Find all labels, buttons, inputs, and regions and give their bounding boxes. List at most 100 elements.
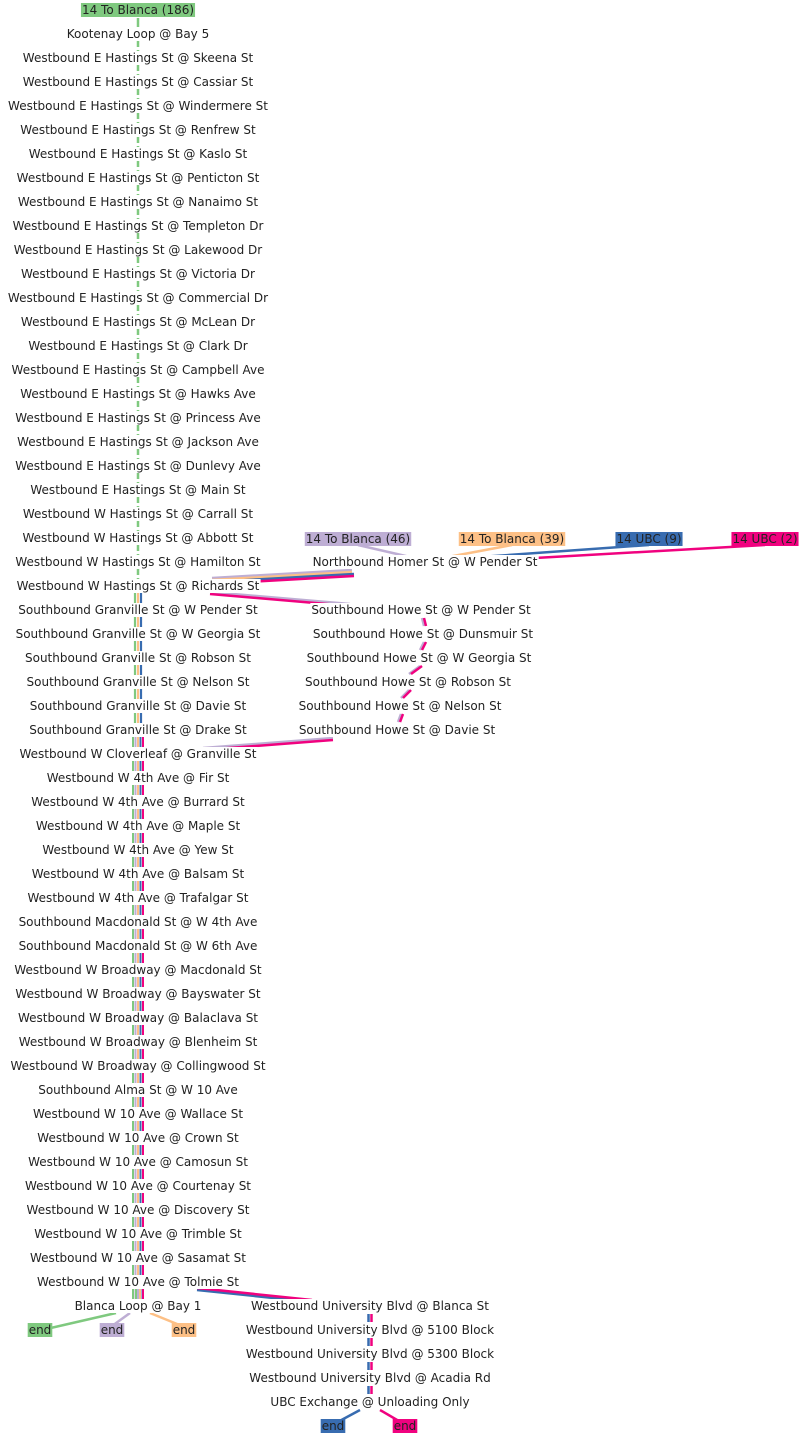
stop-southbound-macdonald-st-w-4th-ave-text: Southbound Macdonald St @ W 4th Ave xyxy=(19,915,258,929)
stop-southbound-granville-st-w-pender-st: Southbound Granville St @ W Pender St xyxy=(17,603,260,617)
stop-westbound-w-broadway-macdonald-st-bg xyxy=(13,963,263,977)
stop-westbound-e-hastings-st-penticton-st-bg xyxy=(15,171,261,185)
stop-westbound-w-10-ave-trimble-st-bg xyxy=(33,1227,244,1241)
stop-westbound-e-hastings-st-skeena-st-bg xyxy=(21,51,255,65)
stop-westbound-e-hastings-st-nanaimo-st-bg xyxy=(16,195,260,209)
stop-westbound-w-hastings-st-richards-st-bg xyxy=(15,579,261,593)
stop-southbound-granville-st-davie-st-bg xyxy=(28,699,248,713)
stop-westbound-w-10-ave-courtenay-st: Westbound W 10 Ave @ Courtenay St xyxy=(23,1179,253,1193)
stop-westbound-w-broadway-blenheim-st-text: Westbound W Broadway @ Blenheim St xyxy=(19,1035,258,1049)
stop-southbound-granville-st-drake-st-bg xyxy=(28,723,249,737)
stop-westbound-w-broadway-bayswater-st-text: Westbound W Broadway @ Bayswater St xyxy=(15,987,260,1001)
stop-westbound-e-hastings-st-cassiar-st-bg xyxy=(21,75,255,89)
stop-westbound-w-4th-ave-burrard-st-text: Westbound W 4th Ave @ Burrard St xyxy=(31,795,245,809)
stop-westbound-e-hastings-st-victoria-dr-bg xyxy=(20,267,257,281)
stop-southbound-granville-st-nelson-st-text: Southbound Granville St @ Nelson St xyxy=(27,675,250,689)
stop-westbound-university-blvd-acadia-rd-bg xyxy=(248,1371,492,1385)
stop-southbound-howe-st-w-georgia-st-bg xyxy=(305,651,533,665)
stop-northbound-homer-st-w-pender-st-bg xyxy=(311,555,539,569)
stop-southbound-granville-st-davie-st: Southbound Granville St @ Davie St xyxy=(28,699,248,713)
stop-westbound-w-broadway-bayswater-st: Westbound W Broadway @ Bayswater St xyxy=(14,987,262,1001)
stop-westbound-e-hastings-st-clark-dr-bg xyxy=(27,339,249,353)
stop-westbound-w-4th-ave-maple-st: Westbound W 4th Ave @ Maple St xyxy=(34,819,242,833)
stop-westbound-e-hastings-st-templeton-dr: Westbound E Hastings St @ Templeton Dr xyxy=(11,219,265,233)
stop-westbound-w-broadway-blenheim-st: Westbound W Broadway @ Blenheim St xyxy=(17,1035,259,1049)
stop-westbound-w-10-ave-camosun-st-text: Westbound W 10 Ave @ Camosun St xyxy=(28,1155,248,1169)
stop-kootenay-loop-bay-5-bg xyxy=(65,27,211,41)
stop-southbound-granville-st-robson-st-text: Southbound Granville St @ Robson St xyxy=(25,651,251,665)
route-start-label-blue: 14 UBC (9) xyxy=(615,532,683,546)
stop-westbound-e-hastings-st-kaslo-st-text: Westbound E Hastings St @ Kaslo St xyxy=(29,147,248,161)
stop-westbound-e-hastings-st-clark-dr: Westbound E Hastings St @ Clark Dr xyxy=(27,339,249,353)
stop-westbound-w-4th-ave-balsam-st: Westbound W 4th Ave @ Balsam St xyxy=(30,867,246,881)
stop-westbound-w-hastings-st-hamilton-st: Westbound W Hastings St @ Hamilton St xyxy=(14,555,262,569)
route-end-label-pink-bg xyxy=(392,1419,418,1433)
stop-westbound-w-hastings-st-carrall-st: Westbound W Hastings St @ Carrall St xyxy=(21,507,255,521)
stop-westbound-w-4th-ave-balsam-st-bg xyxy=(30,867,246,881)
route-edges xyxy=(41,18,766,1426)
stop-westbound-e-hastings-st-penticton-st-text: Westbound E Hastings St @ Penticton St xyxy=(17,171,260,185)
stop-westbound-w-cloverleaf-granville-st: Westbound W Cloverleaf @ Granville St xyxy=(18,747,258,761)
stop-westbound-w-4th-ave-fir-st-bg xyxy=(45,771,231,785)
stop-westbound-e-hastings-st-campbell-ave-bg xyxy=(10,363,266,377)
stop-southbound-howe-st-w-georgia-st: Southbound Howe St @ W Georgia St xyxy=(305,651,533,665)
stop-southbound-macdonald-st-w-4th-ave: Southbound Macdonald St @ W 4th Ave xyxy=(17,915,259,929)
stop-westbound-w-10-ave-camosun-st: Westbound W 10 Ave @ Camosun St xyxy=(27,1155,250,1169)
route-start-label-purple: 14 To Blanca (46) xyxy=(304,532,412,546)
stop-westbound-w-4th-ave-yew-st: Westbound W 4th Ave @ Yew St xyxy=(41,843,235,857)
stop-ubc-exchange-unloading-only: UBC Exchange @ Unloading Only xyxy=(269,1395,471,1409)
stop-blanca-loop-bay-1: Blanca Loop @ Bay 1 xyxy=(73,1299,203,1313)
howe-edge-purple xyxy=(400,689,410,699)
stop-southbound-granville-st-w-pender-st-bg xyxy=(17,603,260,617)
stop-southbound-granville-st-w-georgia-st-text: Southbound Granville St @ W Georgia St xyxy=(16,627,261,641)
stop-westbound-e-hastings-st-main-st: Westbound E Hastings St @ Main St xyxy=(29,483,247,497)
stop-westbound-e-hastings-st-renfrew-st: Westbound E Hastings St @ Renfrew St xyxy=(19,123,257,137)
stop-westbound-university-blvd-5300-block-bg xyxy=(244,1347,496,1361)
route-start-label-orange-bg xyxy=(458,532,566,546)
stop-westbound-w-10-ave-wallace-st: Westbound W 10 Ave @ Wallace St xyxy=(31,1107,245,1121)
route-end-label-blue-bg xyxy=(320,1419,346,1433)
stop-westbound-e-hastings-st-commercial-dr-bg xyxy=(6,291,270,305)
stop-westbound-e-hastings-st-mclean-dr-bg xyxy=(19,315,257,329)
stop-westbound-w-4th-ave-balsam-st-text: Westbound W 4th Ave @ Balsam St xyxy=(32,867,245,881)
stop-southbound-howe-st-w-pender-st-bg xyxy=(310,603,532,617)
route-start-label-pink-text: 14 UBC (2) xyxy=(732,532,797,546)
stop-southbound-macdonald-st-w-6th-ave-bg xyxy=(17,939,259,953)
howe-to-cloverleaf-purple xyxy=(202,736,334,750)
stop-westbound-e-hastings-st-nanaimo-st: Westbound E Hastings St @ Nanaimo St xyxy=(16,195,260,209)
stop-westbound-w-broadway-bayswater-st-bg xyxy=(14,987,262,1001)
homer-to-richards-purple xyxy=(211,568,353,580)
stop-westbound-e-hastings-st-lakewood-dr-text: Westbound E Hastings St @ Lakewood Dr xyxy=(14,243,263,257)
stop-westbound-w-4th-ave-yew-st-bg xyxy=(41,843,235,857)
stop-westbound-e-hastings-st-nanaimo-st-text: Westbound E Hastings St @ Nanaimo St xyxy=(18,195,258,209)
stop-southbound-granville-st-davie-st-text: Southbound Granville St @ Davie St xyxy=(30,699,247,713)
stop-westbound-university-blvd-blanca-st-text: Westbound University Blvd @ Blanca St xyxy=(251,1299,489,1313)
howe-edge-purple xyxy=(396,713,403,723)
stop-westbound-e-hastings-st-main-st-bg xyxy=(29,483,247,497)
stop-westbound-e-hastings-st-commercial-dr-text: Westbound E Hastings St @ Commercial Dr xyxy=(8,291,268,305)
stop-westbound-university-blvd-acadia-rd-text: Westbound University Blvd @ Acadia Rd xyxy=(249,1371,490,1385)
stop-westbound-e-hastings-st-victoria-dr-text: Westbound E Hastings St @ Victoria Dr xyxy=(21,267,255,281)
stop-westbound-w-broadway-macdonald-st: Westbound W Broadway @ Macdonald St xyxy=(13,963,263,977)
howe-edge-pink xyxy=(410,664,423,676)
start-connector-pink xyxy=(534,543,766,560)
blanca-end-connector-green xyxy=(41,1311,117,1332)
stop-westbound-e-hastings-st-windermere-st: Westbound E Hastings St @ Windermere St xyxy=(7,99,270,113)
stop-westbound-e-hastings-st-windermere-st-bg xyxy=(7,99,270,113)
stop-westbound-e-hastings-st-jackson-ave: Westbound E Hastings St @ Jackson Ave xyxy=(16,435,260,449)
stop-northbound-homer-st-w-pender-st: Northbound Homer St @ W Pender St xyxy=(311,555,539,569)
stop-westbound-e-hastings-st-cassiar-st: Westbound E Hastings St @ Cassiar St xyxy=(21,75,255,89)
stop-southbound-granville-st-nelson-st-bg xyxy=(25,675,251,689)
stop-westbound-e-hastings-st-hawks-ave-text: Westbound E Hastings St @ Hawks Ave xyxy=(20,387,256,401)
stop-westbound-e-hastings-st-renfrew-st-text: Westbound E Hastings St @ Renfrew St xyxy=(20,123,256,137)
stop-westbound-w-10-ave-discovery-st: Westbound W 10 Ave @ Discovery St xyxy=(25,1203,251,1217)
tolmie-to-ubc-pink xyxy=(196,1286,313,1302)
stop-westbound-university-blvd-5100-block: Westbound University Blvd @ 5100 Block xyxy=(244,1323,496,1337)
route-end-label-blue: end xyxy=(320,1419,346,1433)
homer-to-richards-orange xyxy=(211,570,353,582)
howe-edge-purple xyxy=(418,641,426,651)
stop-westbound-w-10-ave-crown-st: Westbound W 10 Ave @ Crown St xyxy=(36,1131,241,1145)
route-end-label-purple: end xyxy=(99,1323,125,1337)
stop-blanca-loop-bay-1-text: Blanca Loop @ Bay 1 xyxy=(75,1299,202,1313)
stop-westbound-w-hastings-st-richards-st-text: Westbound W Hastings St @ Richards St xyxy=(17,579,260,593)
